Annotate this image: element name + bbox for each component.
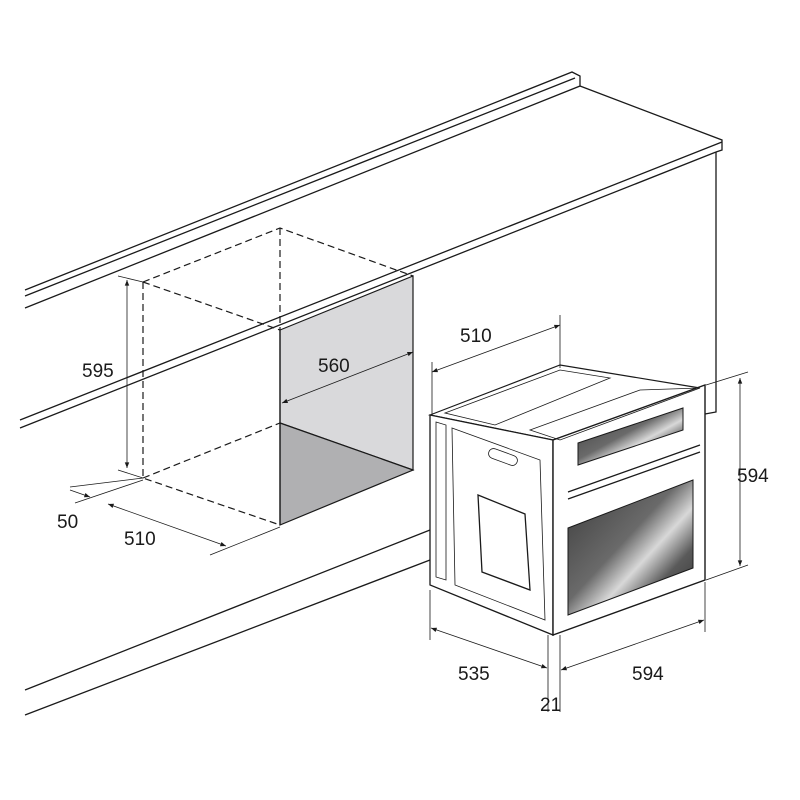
- oven-top-depth-arrow: [431, 324, 561, 373]
- oven-width-arrow: [560, 619, 705, 671]
- countertop: [19, 71, 723, 716]
- oven-dimensions: 510 594 535 594 21: [429, 315, 769, 716]
- niche-height-label: 595: [82, 361, 114, 382]
- niche-cutout: [142, 227, 415, 526]
- niche-depth-label: 510: [124, 529, 156, 550]
- niche-depth-arrow: [107, 503, 227, 547]
- niche-width-arrow: [281, 351, 414, 404]
- oven-door-handle: [567, 444, 701, 500]
- oven-display: [577, 407, 684, 466]
- oven: [427, 364, 706, 636]
- oven-depth-label: 535: [458, 664, 490, 685]
- oven-side-window: [477, 494, 531, 591]
- niche-dimensions: 595 560 510 50: [57, 275, 414, 556]
- oven-top-depth-label: 510: [460, 326, 492, 347]
- niche-width-label: 560: [318, 356, 350, 377]
- oven-side-handle-slot: [488, 448, 518, 466]
- front-thickness-label: 21: [540, 695, 561, 716]
- oven-depth-arrow: [430, 627, 548, 669]
- front-gap-arrow: [69, 489, 91, 498]
- oven-width-label: 594: [632, 664, 664, 685]
- front-gap-label: 50: [57, 512, 78, 533]
- oven-height-label: 594: [737, 466, 769, 487]
- oven-door-glass: [567, 479, 694, 616]
- oven-side: [429, 414, 554, 636]
